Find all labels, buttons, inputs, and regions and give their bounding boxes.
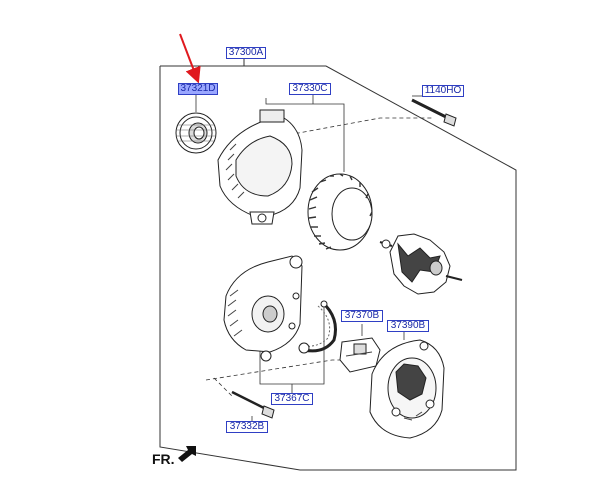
front-bracket-part[interactable] — [217, 109, 303, 225]
leader-lines — [195, 94, 422, 424]
callout-37367C[interactable]: 37367C — [271, 393, 313, 405]
callout-37390B[interactable]: 37390B — [387, 320, 429, 332]
callout-37300A[interactable]: 37300A — [226, 47, 266, 59]
front-arrow-icon — [178, 446, 196, 462]
rectifier-part[interactable] — [298, 300, 337, 354]
rear-cover-part[interactable] — [369, 339, 445, 439]
dashed-guides — [205, 117, 432, 397]
assembly-frame — [159, 58, 517, 471]
callout-37332B[interactable]: 37332B — [226, 421, 268, 433]
pulley-part[interactable] — [175, 112, 217, 154]
stator-part[interactable] — [307, 173, 373, 251]
callout-37321D[interactable]: 37321D — [178, 83, 218, 95]
callout-37370B[interactable]: 37370B — [341, 310, 383, 322]
callout-1140HO[interactable]: 1140HO — [422, 85, 464, 97]
callout-37330C[interactable]: 37330C — [289, 83, 331, 95]
regulator-part[interactable] — [339, 337, 381, 373]
pointer-arrow — [179, 33, 201, 84]
stud-bolt-part[interactable] — [231, 390, 275, 419]
long-bolt-part[interactable] — [411, 98, 457, 127]
front-indicator-label: FR. — [152, 451, 175, 467]
rear-bracket-part[interactable] — [223, 255, 303, 362]
rotor-part[interactable] — [379, 233, 463, 295]
